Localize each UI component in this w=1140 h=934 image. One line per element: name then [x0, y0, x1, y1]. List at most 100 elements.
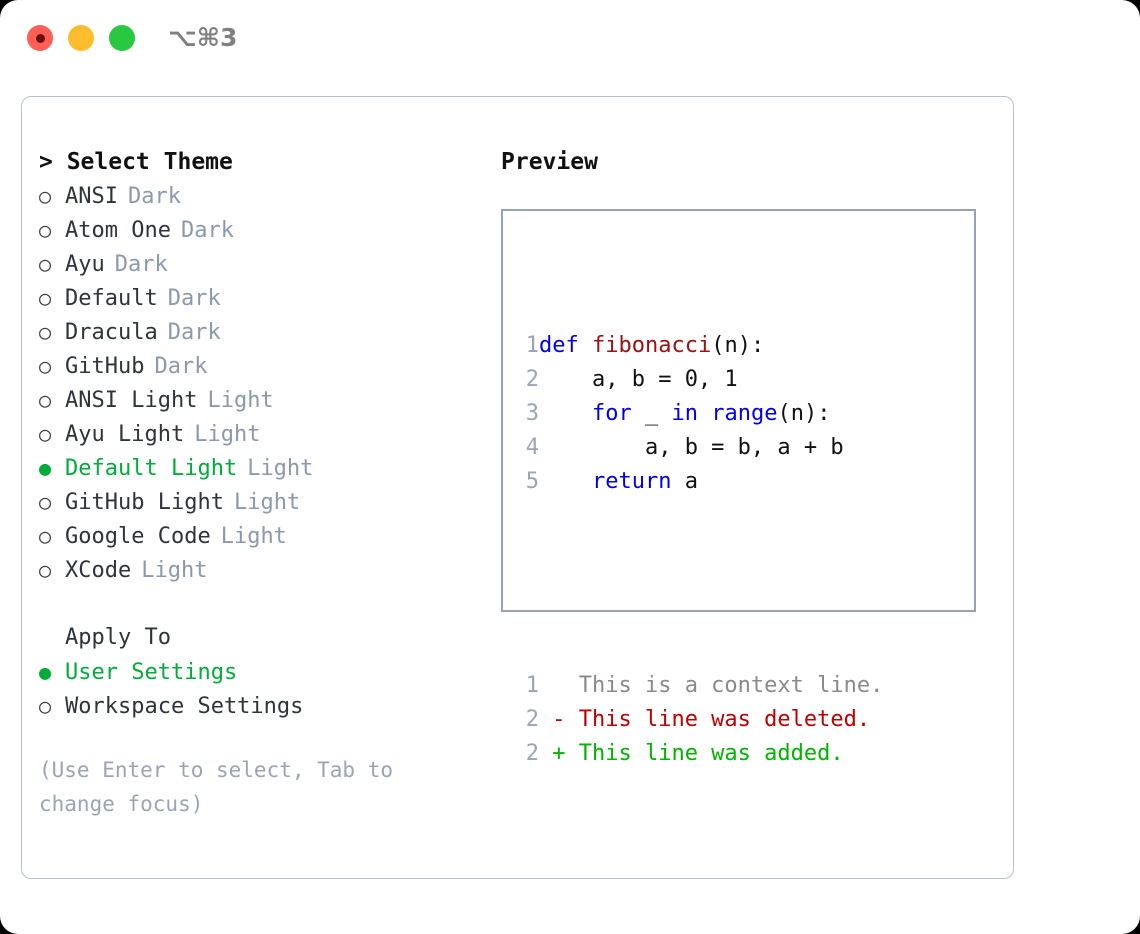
radio-unselected-icon: ○ — [39, 422, 52, 446]
minimize-window-button[interactable] — [68, 25, 94, 51]
option-label: Workspace Settings — [65, 694, 304, 719]
code-token: fibonacci — [591, 333, 712, 358]
option-variant-tag: Light — [247, 456, 314, 481]
option-label: Default — [65, 286, 158, 311]
radio-unselected-icon: ○ — [39, 184, 52, 208]
option-label: Ayu Light — [65, 422, 185, 447]
option-variant-tag: Light — [194, 422, 261, 447]
code-line: 3 for _ in range(n): — [513, 397, 883, 431]
theme-option-github[interactable]: ○ GitHub Dark — [39, 349, 479, 383]
code-token: (n): — [711, 333, 765, 358]
diff-line: 1 This is a context line. — [513, 669, 884, 703]
option-label: GitHub — [65, 354, 145, 379]
radio-unselected-icon: ○ — [39, 388, 52, 412]
diff-block: 1 This is a context line.2 - This line w… — [513, 669, 884, 771]
list-spacer — [39, 587, 479, 621]
code-line: 2 a, b = 0, 1 — [513, 363, 883, 397]
code-token: _ — [631, 401, 672, 426]
apply-option-user-settings[interactable]: ● User Settings — [39, 655, 479, 689]
option-label: GitHub Light — [65, 490, 224, 515]
code-line: 4 a, b = b, a + b — [513, 431, 883, 465]
line-number: 1 — [525, 333, 539, 358]
theme-option-ayu-light[interactable]: ○ Ayu Light Light — [39, 417, 479, 451]
theme-option-xcode[interactable]: ○ XCode Light — [39, 553, 479, 587]
traffic-lights — [27, 25, 135, 51]
theme-option-google-code[interactable]: ○ Google Code Light — [39, 519, 479, 553]
theme-option-atom-one[interactable]: ○ Atom One Dark — [39, 213, 479, 247]
code-token: + This line was added. — [539, 741, 844, 766]
diff-line: 2 - This line was deleted. — [513, 703, 883, 737]
option-label: Default Light — [65, 456, 238, 481]
close-window-button[interactable] — [27, 25, 53, 51]
line-number: 2 — [525, 741, 539, 766]
radio-unselected-icon: ○ — [39, 218, 52, 242]
code-line: 5 return a — [513, 465, 883, 499]
code-token: a — [671, 469, 698, 494]
code-line: 1def fibonacci(n): — [513, 329, 883, 363]
option-variant-tag: Light — [141, 558, 208, 583]
code-token: def — [539, 333, 592, 358]
code-token: a, b = b, a + b — [539, 435, 844, 460]
code-token: This is a context line. — [539, 673, 884, 698]
radio-unselected-icon: ○ — [39, 558, 52, 582]
line-number: 4 — [525, 435, 539, 460]
code-token — [539, 401, 592, 426]
apply-to-label: Apply To — [65, 625, 171, 650]
radio-selected-icon: ● — [39, 456, 52, 480]
option-label: Ayu — [65, 252, 105, 277]
apply-to-list[interactable]: ● User Settings ○ Workspace Settings — [39, 655, 479, 723]
preview-title: Preview — [501, 149, 598, 175]
line-number: 5 — [525, 469, 539, 494]
option-label: Google Code — [65, 524, 211, 549]
code-token — [698, 401, 711, 426]
code-token: (n): — [777, 401, 831, 426]
code-token: return — [591, 469, 672, 494]
line-number: 1 — [525, 673, 539, 698]
code-token: - This line was deleted. — [539, 707, 871, 732]
line-number: 2 — [525, 367, 539, 392]
option-variant-tag: Dark — [154, 354, 208, 379]
option-label: Dracula — [65, 320, 158, 345]
option-variant-tag: Dark — [114, 252, 168, 277]
diff-line: 2 + This line was added. — [513, 737, 883, 771]
radio-unselected-icon: ○ — [39, 252, 52, 276]
radio-unselected-icon: ○ — [39, 694, 52, 718]
theme-option-github-light[interactable]: ○ GitHub Light Light — [39, 485, 479, 519]
radio-selected-icon: ● — [39, 660, 52, 684]
theme-option-default-light[interactable]: ● Default Light Light — [39, 451, 479, 485]
radio-unselected-icon: ○ — [39, 286, 52, 310]
option-label: ANSI — [65, 184, 118, 209]
option-variant-tag: Light — [220, 524, 287, 549]
option-variant-tag: Dark — [167, 286, 221, 311]
option-label: Atom One — [65, 218, 171, 243]
code-token: range — [711, 401, 778, 426]
radio-unselected-icon: ○ — [39, 524, 52, 548]
theme-option-ayu[interactable]: ○ Ayu Dark — [39, 247, 479, 281]
option-label: XCode — [65, 558, 132, 583]
title-bar: ⌥⌘3 — [0, 0, 1140, 78]
maximize-window-button[interactable] — [109, 25, 135, 51]
radio-unselected-icon: ○ — [39, 354, 52, 378]
radio-unselected-icon: ○ — [39, 490, 52, 514]
code-token: a, b = 0, 1 — [539, 367, 738, 392]
apply-option-workspace-settings[interactable]: ○ Workspace Settings — [39, 689, 479, 723]
option-label: ANSI Light — [65, 388, 198, 413]
option-label: User Settings — [65, 660, 238, 685]
line-number: 2 — [525, 707, 539, 732]
keyboard-hint-text: (Use Enter to select, Tab to change focu… — [39, 758, 406, 816]
theme-option-default[interactable]: ○ Default Dark — [39, 281, 479, 315]
option-variant-tag: Dark — [180, 218, 234, 243]
code-blank-line — [513, 567, 883, 601]
code-token — [539, 469, 592, 494]
line-number: 3 — [525, 401, 539, 426]
option-variant-tag: Light — [233, 490, 301, 515]
